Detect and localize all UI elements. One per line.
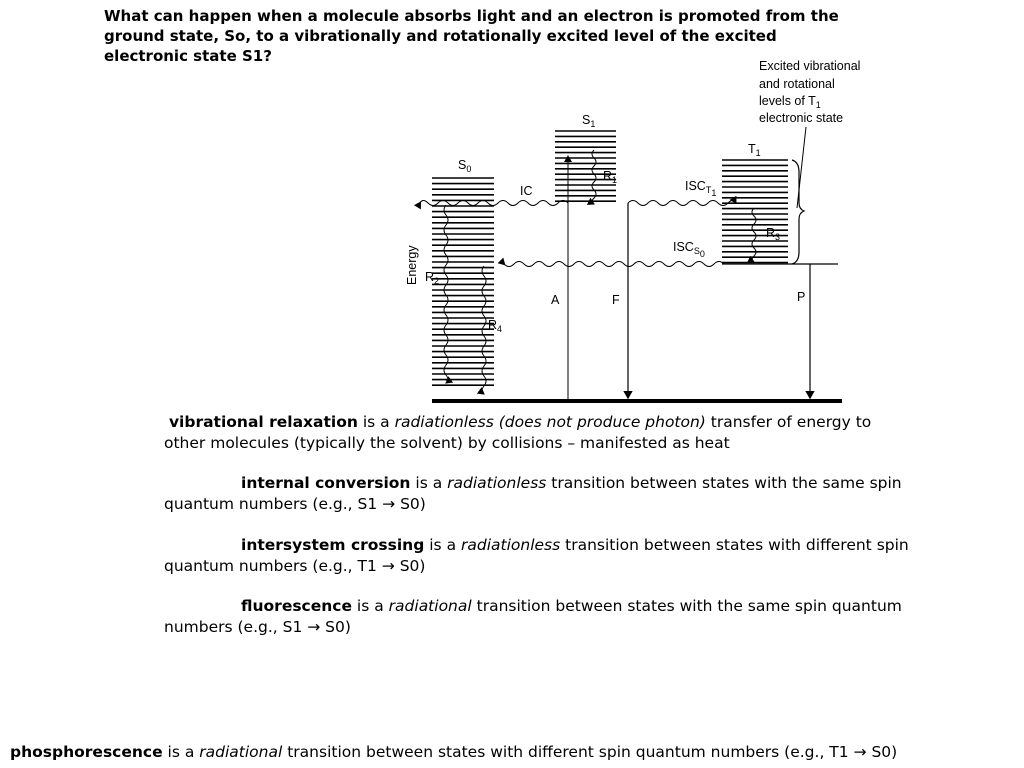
ic-term: internal conversion bbox=[241, 474, 411, 492]
ic-label: IC bbox=[520, 184, 533, 198]
vibrational-relaxation-definition: vibrational relaxation is a radiationles… bbox=[164, 413, 872, 452]
isc-s0-arrow bbox=[497, 257, 725, 267]
callout-line-2: and rotational bbox=[759, 77, 835, 91]
r1-label: R1 bbox=[603, 169, 617, 185]
callout-line-3: levels of T1 bbox=[759, 94, 821, 110]
s0-label: S0 bbox=[458, 158, 471, 174]
s1-level-stack bbox=[555, 130, 616, 202]
s1-label: S1 bbox=[582, 113, 595, 129]
isc-s0-label: ISCS0 bbox=[673, 240, 705, 259]
vr-term: vibrational relaxation bbox=[168, 413, 358, 431]
phosphorescence-label: P bbox=[797, 290, 805, 304]
callout-line-4: electronic state bbox=[759, 111, 843, 125]
t1-level-stack bbox=[722, 159, 788, 264]
isc-term: intersystem crossing bbox=[241, 536, 425, 554]
energy-axis-label: Energy bbox=[405, 245, 419, 285]
r4-label: R4 bbox=[488, 318, 502, 334]
phosphorescence-definition: phosphorescence is a radiational transit… bbox=[10, 743, 898, 761]
intersystem-crossing-definition: intersystem crossing is a radiationless … bbox=[164, 536, 909, 575]
t1-label: T1 bbox=[748, 142, 761, 158]
absorption-label: A bbox=[551, 293, 560, 307]
r4-relaxation-arrow bbox=[476, 265, 487, 395]
isc-t1-label: ISCT1 bbox=[685, 179, 716, 198]
internal-conversion-definition: internal conversion is a radiationless t… bbox=[164, 474, 902, 513]
ph-term: phosphorescence bbox=[10, 743, 163, 761]
question-text: What can happen when a molecule absorbs … bbox=[104, 7, 839, 65]
jablonski-diagram: S0 S1 T1 Excited vibrational and rotatio… bbox=[405, 59, 860, 403]
r2-relaxation-arrow bbox=[443, 204, 454, 384]
fluorescence-label: F bbox=[612, 293, 620, 307]
t1-brace bbox=[791, 159, 806, 265]
r1-relaxation-arrow bbox=[586, 149, 597, 205]
fl-term: fluorescence bbox=[241, 597, 352, 615]
ic-arrow bbox=[413, 200, 569, 210]
r3-label: R3 bbox=[766, 226, 780, 242]
callout-line-1: Excited vibrational bbox=[759, 59, 860, 73]
fluorescence-definition: fluorescence is a radiational transition… bbox=[164, 597, 902, 636]
s0-level-stack bbox=[432, 177, 494, 387]
isc-t1-arrow bbox=[627, 195, 737, 206]
r2-label: R2 bbox=[425, 270, 439, 286]
r3-relaxation-arrow bbox=[746, 207, 757, 263]
